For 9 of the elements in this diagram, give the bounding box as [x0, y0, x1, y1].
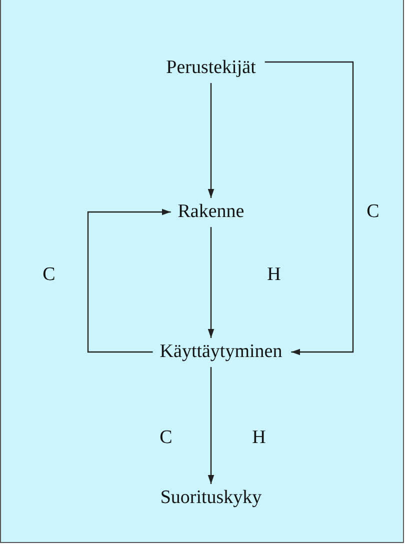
node-label: Perustekijät: [164, 56, 258, 80]
arrow: [208, 83, 214, 198]
arrow: [208, 227, 214, 338]
node-label: Rakenne: [176, 200, 246, 224]
node-label: Suorituskyky: [158, 486, 264, 510]
arrow: [87, 208, 171, 353]
arrow: [264, 61, 354, 356]
node-label: Käyttäytyminen: [158, 340, 284, 364]
arrow: [208, 367, 214, 484]
